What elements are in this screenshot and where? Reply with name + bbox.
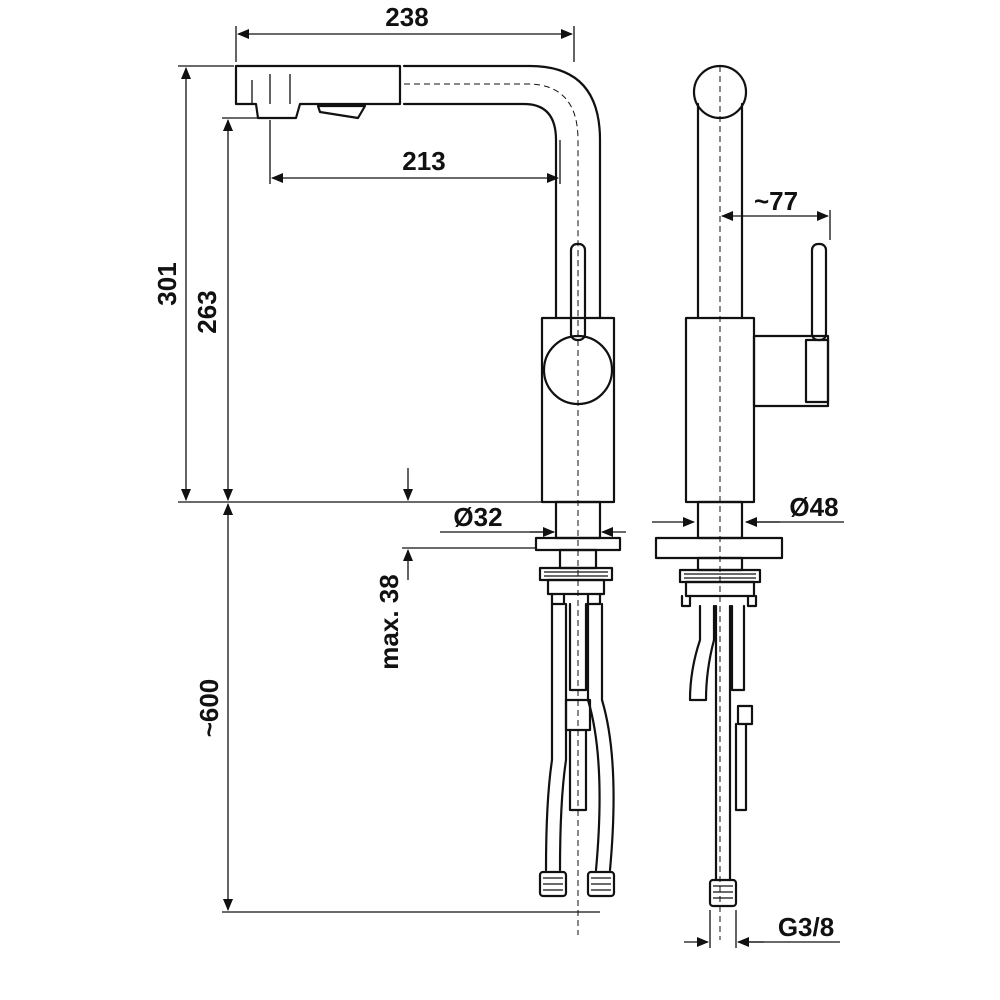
spout-head (234, 64, 402, 120)
connector-left (538, 870, 568, 898)
label-total-reach: 238 (385, 2, 428, 32)
dimension-labels: 238 213 301 263 Ø32 Ø48 max. 38 ~600 ~77… (152, 2, 839, 942)
label-base-diameter: Ø48 (789, 492, 838, 522)
label-handle-offset: ~77 (754, 186, 798, 216)
label-spout-reach: 213 (402, 146, 445, 176)
connector-right (586, 870, 616, 898)
handle-base-side (752, 334, 830, 408)
spout-arm (402, 64, 602, 320)
label-hose-length: ~600 (194, 679, 224, 738)
mounting-nut (538, 566, 614, 582)
label-max-thickness: max. 38 (374, 574, 404, 669)
front-view (234, 64, 622, 935)
spray-nozzle (316, 104, 367, 120)
label-connection-thread: G3/8 (778, 912, 834, 942)
dimension-lines (178, 26, 844, 948)
supply-hose-left (544, 602, 568, 872)
label-total-height: 301 (152, 262, 182, 305)
label-body-diameter: Ø32 (453, 502, 502, 532)
supply-hose-right (586, 602, 615, 872)
connector-side (708, 878, 738, 908)
side-view (654, 64, 830, 940)
label-spout-height: 263 (192, 290, 222, 333)
base-plate-side (654, 536, 784, 560)
handle-lever-side (810, 242, 828, 342)
